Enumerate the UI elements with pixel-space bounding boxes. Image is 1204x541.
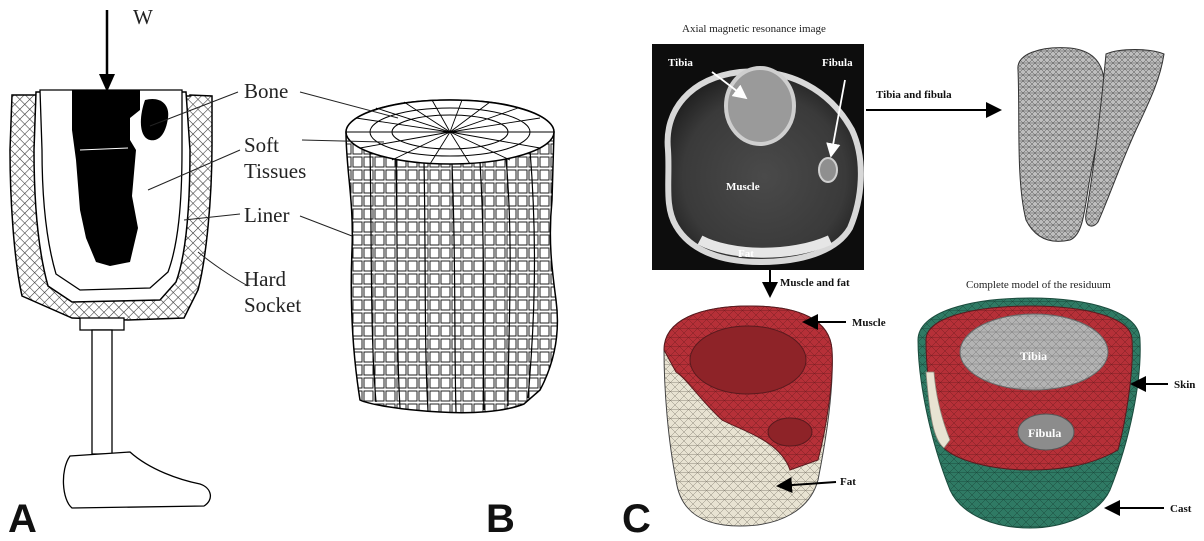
load-label-w: W	[133, 5, 153, 29]
label-hard: Hard	[244, 267, 286, 291]
leader-b-bone	[300, 92, 398, 118]
complete-label-skin: Skin	[1174, 379, 1195, 391]
arrow-label-muscle-fat: Muscle and fat	[780, 277, 850, 289]
mri-title: Axial magnetic resonance image	[682, 23, 826, 35]
muscle-model-label-muscle: Muscle	[852, 317, 886, 329]
mri-tibia	[726, 68, 794, 144]
prosthetic-foot	[63, 452, 210, 508]
leader-b-liner	[300, 216, 352, 236]
complete-label-cast: Cast	[1170, 503, 1192, 515]
label-bone: Bone	[244, 79, 288, 103]
panel-c: Axial magnetic resonance image Tibia Fib…	[622, 23, 1195, 536]
label-socket: Socket	[244, 293, 301, 317]
mri-fibula	[819, 158, 837, 182]
muscle-model-label-fat: Fat	[840, 476, 856, 488]
mri-label-tibia: Tibia	[668, 57, 693, 69]
arrow-label-tibia-fibula: Tibia and fibula	[876, 89, 952, 101]
panel-b: B	[300, 92, 557, 536]
muscle-cavity-tibia	[690, 326, 806, 394]
label-liner: Liner	[244, 203, 289, 227]
load-arrow-head	[99, 74, 115, 92]
panel-a: W Bone Soft Tissues Liner Hard Socket A	[8, 5, 306, 536]
leader-hard-socket	[198, 252, 248, 286]
label-tissues: Tissues	[244, 159, 306, 183]
mri-label-muscle: Muscle	[726, 181, 760, 193]
panel-letter-b: B	[486, 497, 515, 536]
panel-letter-a: A	[8, 497, 37, 536]
mri-label-fibula: Fibula	[822, 57, 853, 69]
label-soft: Soft	[244, 133, 279, 157]
panel-letter-c: C	[622, 497, 651, 536]
complete-label-tibia: Tibia	[1020, 349, 1047, 363]
pylon-adapter	[80, 318, 124, 330]
complete-label-fibula: Fibula	[1028, 426, 1061, 440]
muscle-cavity-fibula	[768, 418, 812, 446]
complete-model-title: Complete model of the residuum	[966, 279, 1111, 291]
mri-label-fat: Fat	[738, 248, 754, 260]
pylon	[92, 330, 112, 454]
